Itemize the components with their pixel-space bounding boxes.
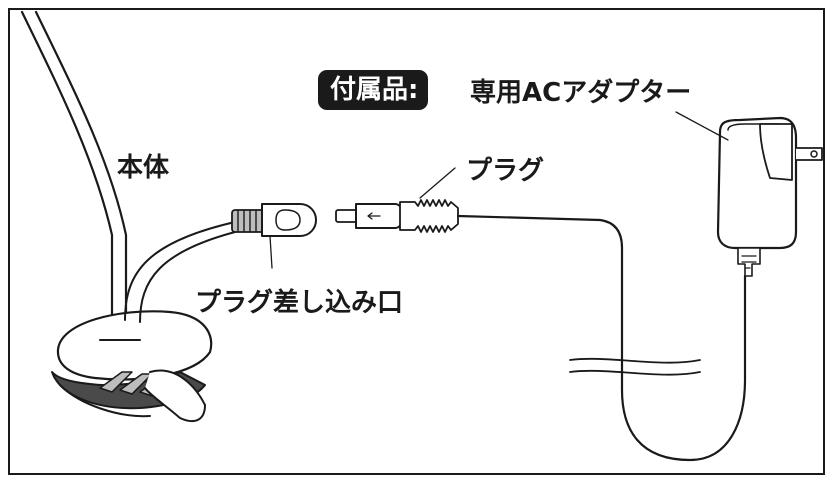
dc-plug bbox=[335, 167, 459, 233]
lamp-clip-base bbox=[51, 310, 213, 423]
plug-port bbox=[231, 203, 317, 269]
lamp-arm bbox=[20, 10, 128, 347]
ac-adapter bbox=[675, 111, 823, 277]
lamp-cable bbox=[124, 221, 236, 323]
body-label: 本体 bbox=[117, 153, 170, 183]
accessory-badge: 付属品: bbox=[318, 70, 429, 110]
adapter-cable bbox=[456, 214, 747, 462]
plug-label: プラグ bbox=[466, 156, 545, 186]
accessory-name-label: 専用ACアダプター bbox=[470, 78, 692, 108]
plug-port-label: プラグ差し込み口 bbox=[195, 288, 404, 318]
